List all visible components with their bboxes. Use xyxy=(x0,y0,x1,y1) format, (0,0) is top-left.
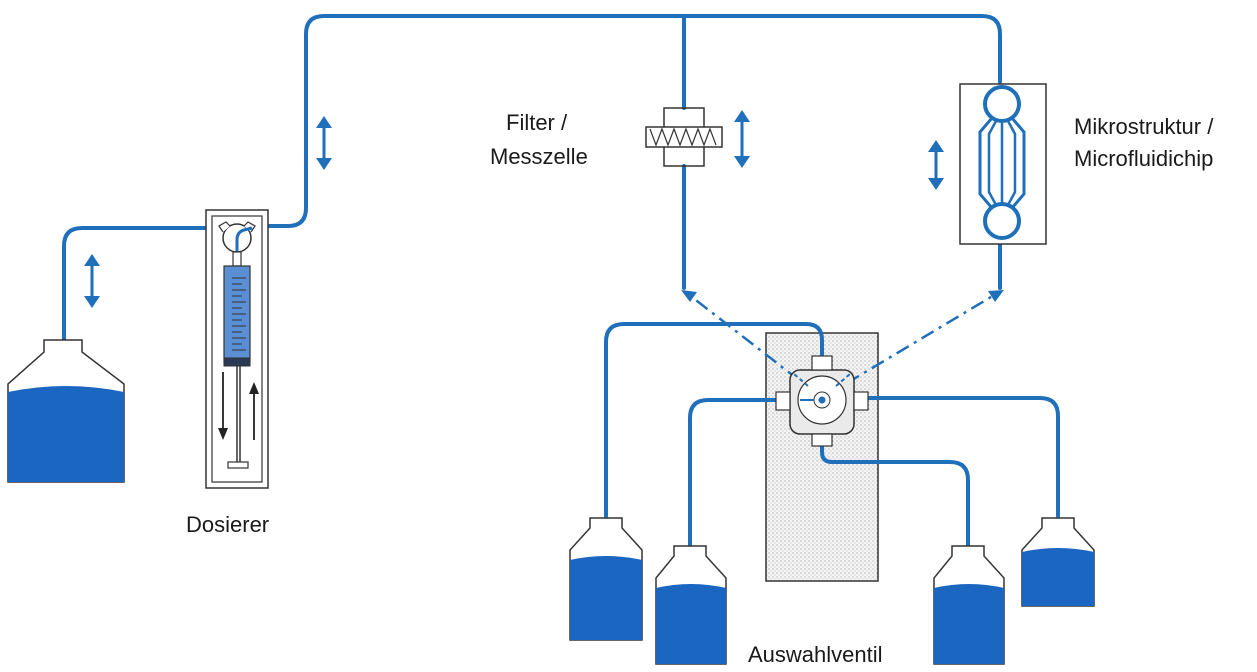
dashed-arrowhead-chip xyxy=(988,290,1004,302)
flow-arrow-left xyxy=(84,254,100,308)
tube-reservoir-left xyxy=(62,226,230,392)
reservoir-bottle xyxy=(7,339,125,483)
bottle-2 xyxy=(655,545,727,665)
bottle-1 xyxy=(569,517,643,641)
flow-arrow-chip xyxy=(928,140,944,190)
flow-arrow-top xyxy=(316,116,332,170)
microchip-label-line1: Mikrostruktur / xyxy=(1074,114,1214,139)
filter-icon xyxy=(645,107,723,167)
microchip-icon xyxy=(959,83,1047,245)
tube-valve-bottom-bottle xyxy=(820,438,970,548)
filter-label-line2: Messzelle xyxy=(490,144,588,169)
main-tube-top xyxy=(234,14,1002,228)
microchip-label-line2: Microfluidichip xyxy=(1074,146,1214,171)
tube-valve-left-bottle xyxy=(688,398,778,548)
rotary-valve xyxy=(775,355,869,447)
bottle-4 xyxy=(1021,517,1095,607)
flow-arrow-filter xyxy=(734,110,750,168)
syringe-pump xyxy=(205,209,269,489)
dosierer-label: Dosierer xyxy=(186,512,270,537)
tube-valve-right-bottle xyxy=(864,396,1060,518)
tube-valve-top-left-bottle xyxy=(604,322,824,518)
auswahlventil-label: Auswahlventil xyxy=(748,642,883,667)
filter-label-line1: Filter / xyxy=(506,110,568,135)
bottle-3 xyxy=(933,545,1005,665)
dashed-arrowhead-filter xyxy=(681,290,697,302)
